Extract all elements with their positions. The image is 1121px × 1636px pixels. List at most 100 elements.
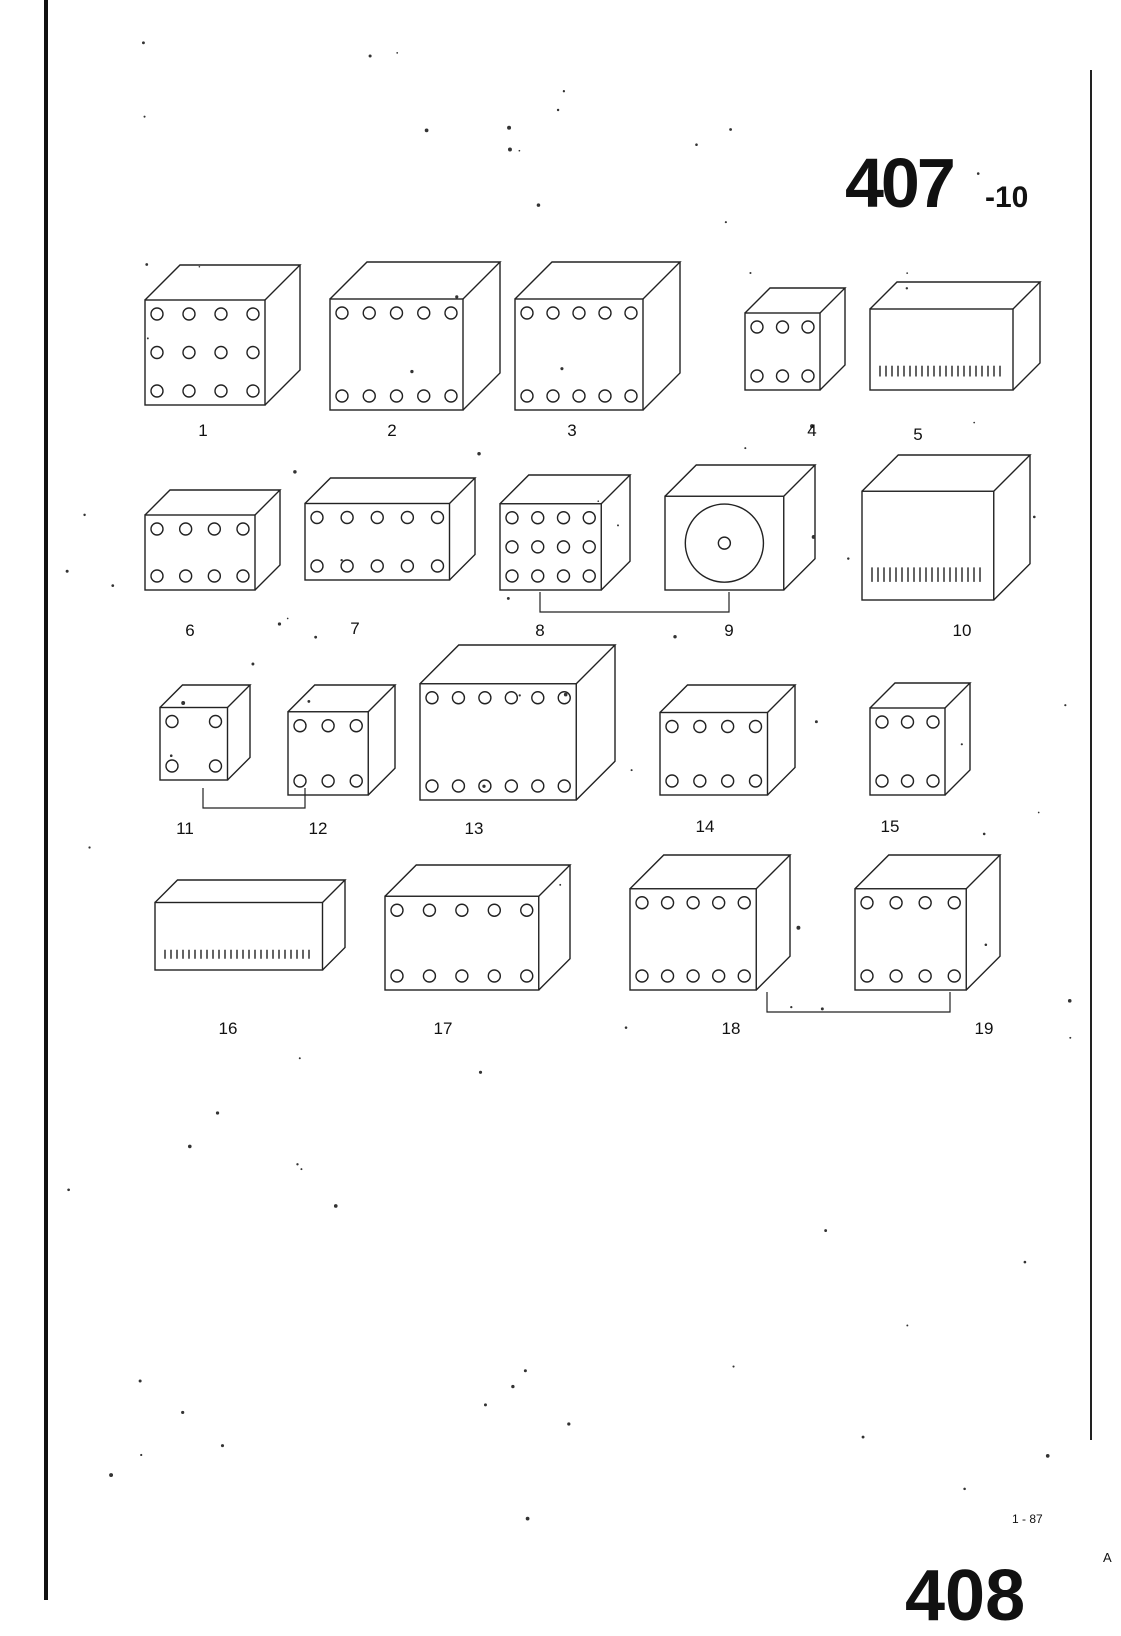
connector-illustrations: [65, 41, 1072, 1521]
scan-speck: [749, 271, 752, 275]
connector-19-drawing: [854, 854, 1002, 991]
pairing-bracket: [766, 992, 951, 1013]
scan-speck: [396, 52, 399, 54]
scan-speck: [181, 701, 186, 705]
scan-speck: [307, 699, 311, 703]
part-label-2: 2: [387, 421, 397, 440]
scan-speck: [1045, 1454, 1050, 1458]
scan-speck: [83, 513, 86, 517]
scan-speck: [478, 1070, 483, 1074]
scan-speck: [617, 524, 619, 527]
scan-speck: [146, 337, 149, 340]
part-label-7: 7: [350, 619, 360, 638]
scan-speck: [482, 784, 486, 788]
scan-speck: [215, 1111, 220, 1115]
scan-speck: [67, 1188, 70, 1192]
scan-speck: [483, 1403, 487, 1407]
scan-speck: [141, 41, 145, 45]
corner-letter: A: [1103, 1550, 1112, 1565]
scan-speck: [960, 743, 963, 746]
scan-speck: [796, 925, 801, 930]
part-label-11: 11: [176, 819, 194, 838]
scan-speck: [820, 1007, 824, 1011]
scan-speck: [847, 557, 850, 560]
scan-speck: [88, 846, 91, 849]
part-label-4: 4: [807, 421, 817, 440]
connector-18-drawing: [629, 854, 792, 991]
scan-speck: [1069, 1036, 1072, 1039]
scan-speck: [559, 883, 562, 886]
scan-speck: [1037, 811, 1040, 814]
scan-speck: [906, 1324, 909, 1327]
connector-5-drawing: [869, 281, 1042, 391]
scan-speck: [424, 128, 429, 133]
page-border-left: [44, 0, 48, 1600]
scan-speck: [314, 635, 318, 639]
scan-speck: [143, 115, 146, 118]
scan-speck: [1032, 515, 1036, 519]
scan-speck: [630, 769, 633, 772]
scan-speck: [556, 108, 560, 112]
connector-8-drawing: [499, 474, 632, 591]
scan-speck: [984, 943, 988, 947]
connector-1-drawing: [144, 264, 302, 406]
connector-13-drawing: [419, 644, 617, 801]
connector-2-drawing: [329, 261, 502, 411]
scan-speck: [511, 1384, 515, 1389]
scan-speck: [518, 694, 521, 697]
part-label-10: 10: [952, 621, 972, 640]
part-label-13: 13: [464, 819, 484, 838]
scan-speck: [198, 265, 201, 268]
scan-speck: [790, 1006, 793, 1009]
connector-6-drawing: [144, 489, 282, 591]
scan-speck: [293, 470, 297, 474]
part-label-14: 14: [695, 817, 715, 836]
scan-speck: [810, 424, 814, 429]
scan-speck: [861, 1435, 865, 1439]
scan-speck: [906, 272, 909, 274]
scan-speck: [729, 128, 732, 131]
scan-speck: [138, 1379, 142, 1383]
scan-speck: [724, 221, 727, 224]
scan-speck: [187, 1144, 192, 1149]
scan-speck: [1064, 704, 1067, 707]
scan-speck: [695, 143, 698, 146]
scan-speck: [982, 832, 986, 836]
next-page-number: 408: [905, 1556, 1026, 1636]
part-label-16: 16: [218, 1019, 238, 1038]
scan-speck: [567, 1422, 571, 1426]
scan-speck: [145, 263, 149, 266]
part-label-17: 17: [433, 1019, 453, 1038]
part-label-8: 8: [535, 621, 545, 640]
page-number: 407: [845, 144, 956, 222]
scan-speck: [181, 1410, 185, 1415]
scan-speck: [814, 720, 818, 724]
scan-speck: [296, 1163, 299, 1166]
scan-speck: [523, 1369, 527, 1373]
page-suffix: -10: [985, 181, 1029, 214]
scan-speck: [220, 1444, 225, 1448]
scan-speck: [507, 125, 512, 130]
pairing-bracket: [202, 788, 306, 809]
scan-speck: [477, 451, 481, 456]
date-code: 1 - 87: [1012, 1512, 1043, 1526]
scan-speck: [673, 634, 677, 639]
scan-speck: [536, 203, 541, 207]
scan-speck: [963, 1487, 966, 1491]
part-label-3: 3: [567, 421, 577, 440]
scan-speck: [455, 295, 459, 299]
scan-speck: [905, 287, 909, 290]
connector-10-drawing: [861, 454, 1032, 601]
scan-speck: [624, 1026, 628, 1029]
connector-12-drawing: [287, 684, 397, 796]
scan-speck: [1067, 999, 1072, 1003]
scan-speck: [525, 1516, 530, 1521]
scan-speck: [368, 54, 372, 58]
scan-speck: [340, 558, 343, 562]
scan-speck: [109, 1473, 114, 1477]
page-border-right: [1090, 70, 1092, 1440]
scan-speck: [563, 692, 568, 697]
scan-speck: [111, 584, 115, 588]
scan-speck: [507, 147, 512, 152]
scan-speck: [251, 662, 255, 666]
